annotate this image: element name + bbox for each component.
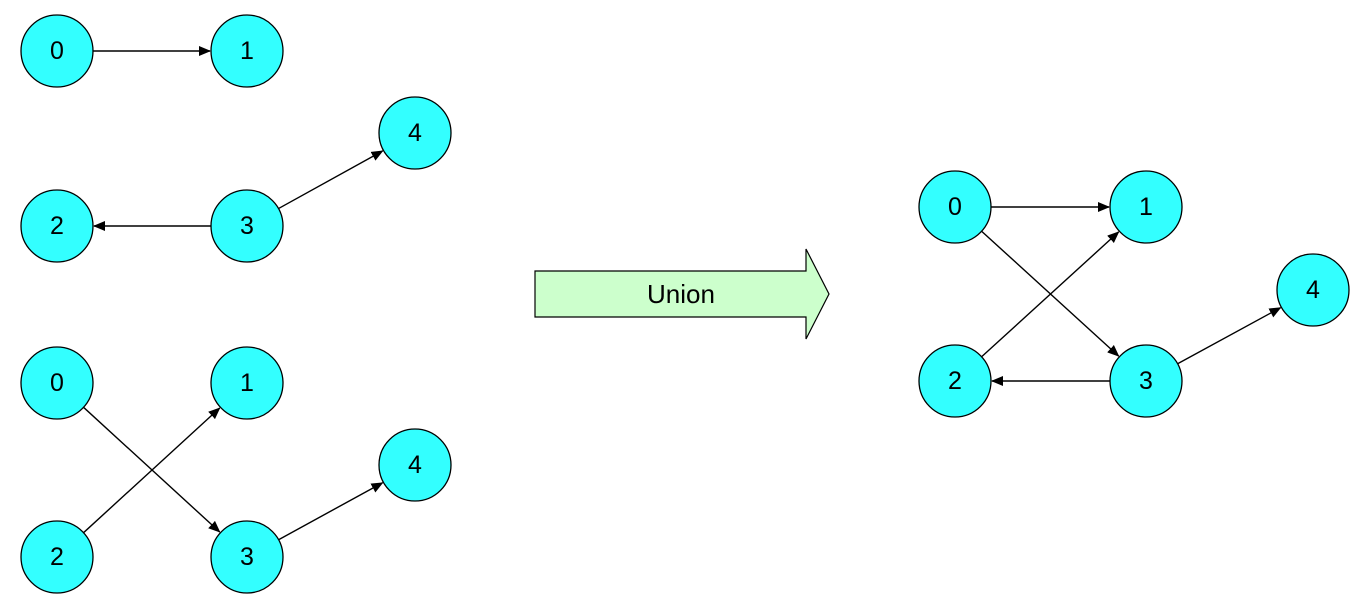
node-circle	[20, 189, 94, 263]
node-3: 3	[210, 189, 284, 263]
node-3: 3	[1109, 344, 1183, 418]
right-arrow-icon	[534, 248, 830, 340]
edge-3-to-4	[278, 482, 384, 541]
node-label: 3	[240, 543, 254, 571]
node-circle	[918, 344, 992, 418]
node-2: 2	[20, 189, 94, 263]
node-4: 4	[378, 96, 452, 170]
input-graph-3: 0 1 2 3 4	[20, 346, 452, 594]
result-graph: 0 1 2 3 4	[918, 170, 1350, 418]
node-1: 1	[210, 346, 284, 420]
node-label: 3	[1139, 367, 1153, 395]
node-circle	[378, 96, 452, 170]
node-label: 1	[240, 369, 254, 397]
node-1: 1	[1109, 170, 1183, 244]
node-label: 4	[408, 119, 422, 147]
node-circle	[918, 170, 992, 244]
union-operation-arrow: Union	[534, 248, 830, 340]
edge-2-to-1	[981, 231, 1120, 358]
node-2: 2	[20, 520, 94, 594]
node-label: 2	[948, 367, 962, 395]
node-label: 0	[50, 369, 64, 397]
node-1: 1	[210, 14, 284, 88]
node-3: 3	[210, 520, 284, 594]
node-circle	[210, 346, 284, 420]
node-circle	[20, 14, 94, 88]
edge-3-to-4	[1177, 307, 1282, 365]
node-circle	[210, 14, 284, 88]
node-0: 0	[918, 170, 992, 244]
node-circle	[1276, 253, 1350, 327]
node-0: 0	[20, 346, 94, 420]
node-circle	[210, 189, 284, 263]
node-label: 3	[240, 212, 254, 240]
node-2: 2	[918, 344, 992, 418]
node-label: 4	[408, 451, 422, 479]
node-0: 0	[20, 14, 94, 88]
node-circle	[1109, 170, 1183, 244]
node-label: 1	[240, 37, 254, 65]
node-circle	[20, 346, 94, 420]
edge-3-to-4	[278, 150, 384, 210]
node-circle	[20, 520, 94, 594]
node-label: 1	[1139, 193, 1153, 221]
node-label: 0	[50, 37, 64, 65]
node-label: 2	[50, 212, 64, 240]
node-label: 4	[1306, 276, 1320, 304]
node-circle	[1109, 344, 1183, 418]
node-label: 2	[50, 543, 64, 571]
union-label: Union	[647, 279, 715, 309]
node-4: 4	[1276, 253, 1350, 327]
edge-2-to-1	[83, 407, 221, 534]
node-4: 4	[378, 428, 452, 502]
node-circle	[378, 428, 452, 502]
node-label: 0	[948, 193, 962, 221]
node-circle	[210, 520, 284, 594]
input-graph-2: 2 3 4	[20, 96, 452, 263]
